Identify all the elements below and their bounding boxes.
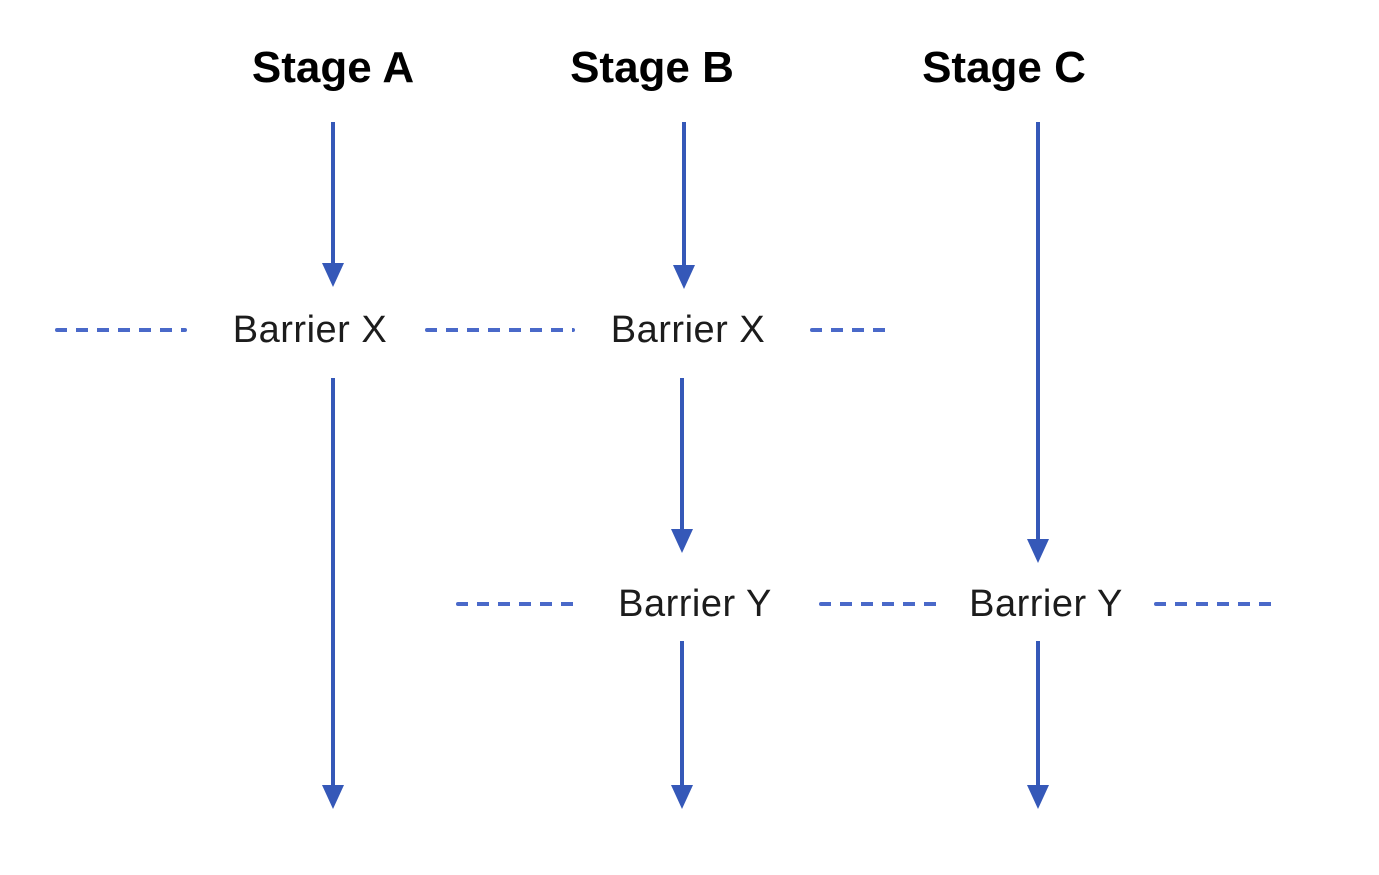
stage-a-arrow-bottom [322,378,344,809]
arrowhead-down-icon [322,263,344,287]
barrier-x-dash-right [810,328,893,332]
barrier-x-dash-left [55,328,187,332]
arrowhead-down-icon [671,529,693,553]
barrier-y-label-1: Barrier Y [618,583,772,625]
barrier-y-dash-left [456,602,582,606]
stage-a-arrow-top [322,122,344,287]
stage-c-heading: Stage C [922,43,1086,92]
stage-b-arrow-top [673,122,695,289]
stage-c-arrow-bottom [1027,641,1049,809]
arrow-shaft [682,122,686,265]
barrier-y-dash-right [1154,602,1278,606]
arrowhead-down-icon [671,785,693,809]
arrowhead-down-icon [1027,785,1049,809]
arrow-shaft [680,641,684,785]
stage-b-arrow-bottom [671,641,693,809]
arrowhead-down-icon [1027,539,1049,563]
barrier-x-dash-middle [425,328,575,332]
stage-b-heading: Stage B [570,43,734,92]
stage-b-arrow-middle [671,378,693,553]
barrier-y-label-2: Barrier Y [969,583,1123,625]
arrowhead-down-icon [322,785,344,809]
stage-a-heading: Stage A [251,43,415,92]
arrow-shaft [331,378,335,785]
arrow-shaft [680,378,684,529]
barrier-x-label-2: Barrier X [610,309,766,351]
barrier-x-label-1: Barrier X [232,309,388,351]
arrow-shaft [331,122,335,263]
barrier-y-dash-middle [819,602,939,606]
arrowhead-down-icon [673,265,695,289]
stage-c-arrow-top [1027,122,1049,563]
arrow-shaft [1036,641,1040,785]
arrow-shaft [1036,122,1040,539]
